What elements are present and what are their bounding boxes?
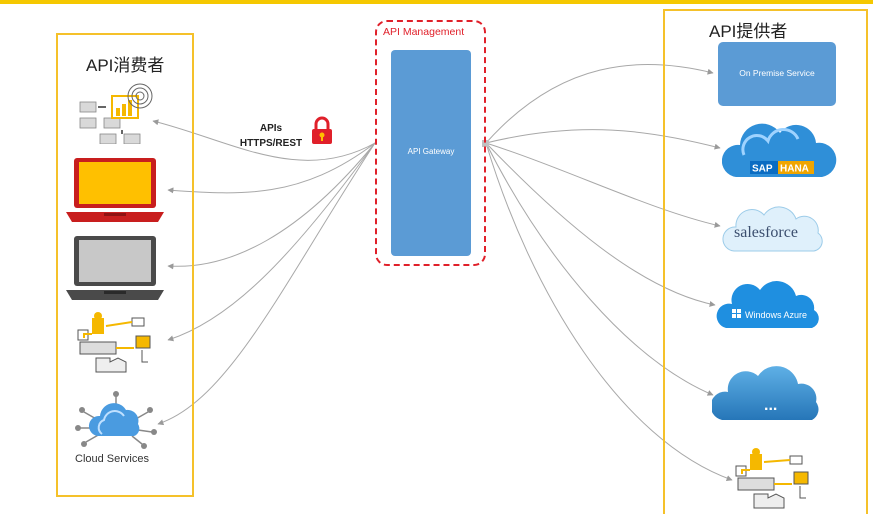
link-provider-cloud [485, 142, 714, 396]
windows-azure-brand-text: Windows Azure [745, 310, 807, 320]
dashboard-workflow-icon [79, 83, 153, 144]
on-premise-service-label: On Premise Service [739, 68, 815, 78]
industrial-iot-icon [77, 312, 151, 373]
link-consumer-pc [167, 142, 376, 270]
link-consumer-iot [167, 142, 376, 342]
cloud-services-icon [75, 391, 157, 449]
api-management-box: API Management [375, 20, 486, 266]
sap-hana-cloud-icon[interactable]: SAP HANA [722, 115, 838, 181]
hana-brand-text: HANA [780, 164, 809, 175]
providers-title: API提供者 [709, 22, 788, 41]
laptop-yellow-icon [66, 158, 164, 222]
more-label: ... [764, 397, 777, 414]
api-gateway-label: API Gateway [407, 147, 455, 156]
api-management-title: API Management [383, 26, 465, 38]
link-consumer-dashboard [152, 119, 376, 161]
consumers-title: API消费者 [86, 56, 165, 75]
link-provider-salesforce [485, 142, 721, 228]
on-premise-service-box[interactable]: On Premise Service [718, 42, 836, 106]
protocol-line-https: HTTPS/REST [239, 138, 303, 149]
protocol-line-apis: APIs [259, 123, 283, 134]
api-gateway-box[interactable]: API Gateway [391, 50, 471, 256]
top-accent-bar [0, 0, 873, 4]
providers-panel: API提供者 [663, 9, 868, 514]
salesforce-brand-text: salesforce [734, 224, 798, 241]
consumers-panel: API消费者 [56, 33, 194, 497]
provider-industrial-iot-icon[interactable] [734, 448, 814, 510]
sap-brand-text: SAP [752, 164, 773, 175]
generic-cloud-icon[interactable]: ... [712, 366, 828, 424]
link-provider-iot [485, 142, 733, 482]
link-provider-azure [485, 142, 716, 307]
link-provider-hana [485, 129, 721, 150]
windows-azure-cloud-icon[interactable]: Windows Azure [716, 278, 828, 332]
cloud-services-label: Cloud Services [75, 453, 149, 465]
link-provider-onprem [485, 63, 714, 144]
salesforce-cloud-icon[interactable]: salesforce [722, 203, 832, 255]
protocol-label: APIs HTTPS/REST [228, 121, 314, 151]
lock-icon [312, 116, 332, 144]
link-consumer-laptop [167, 142, 376, 194]
laptop-gray-icon [66, 236, 164, 300]
link-consumer-cloud [157, 142, 376, 426]
